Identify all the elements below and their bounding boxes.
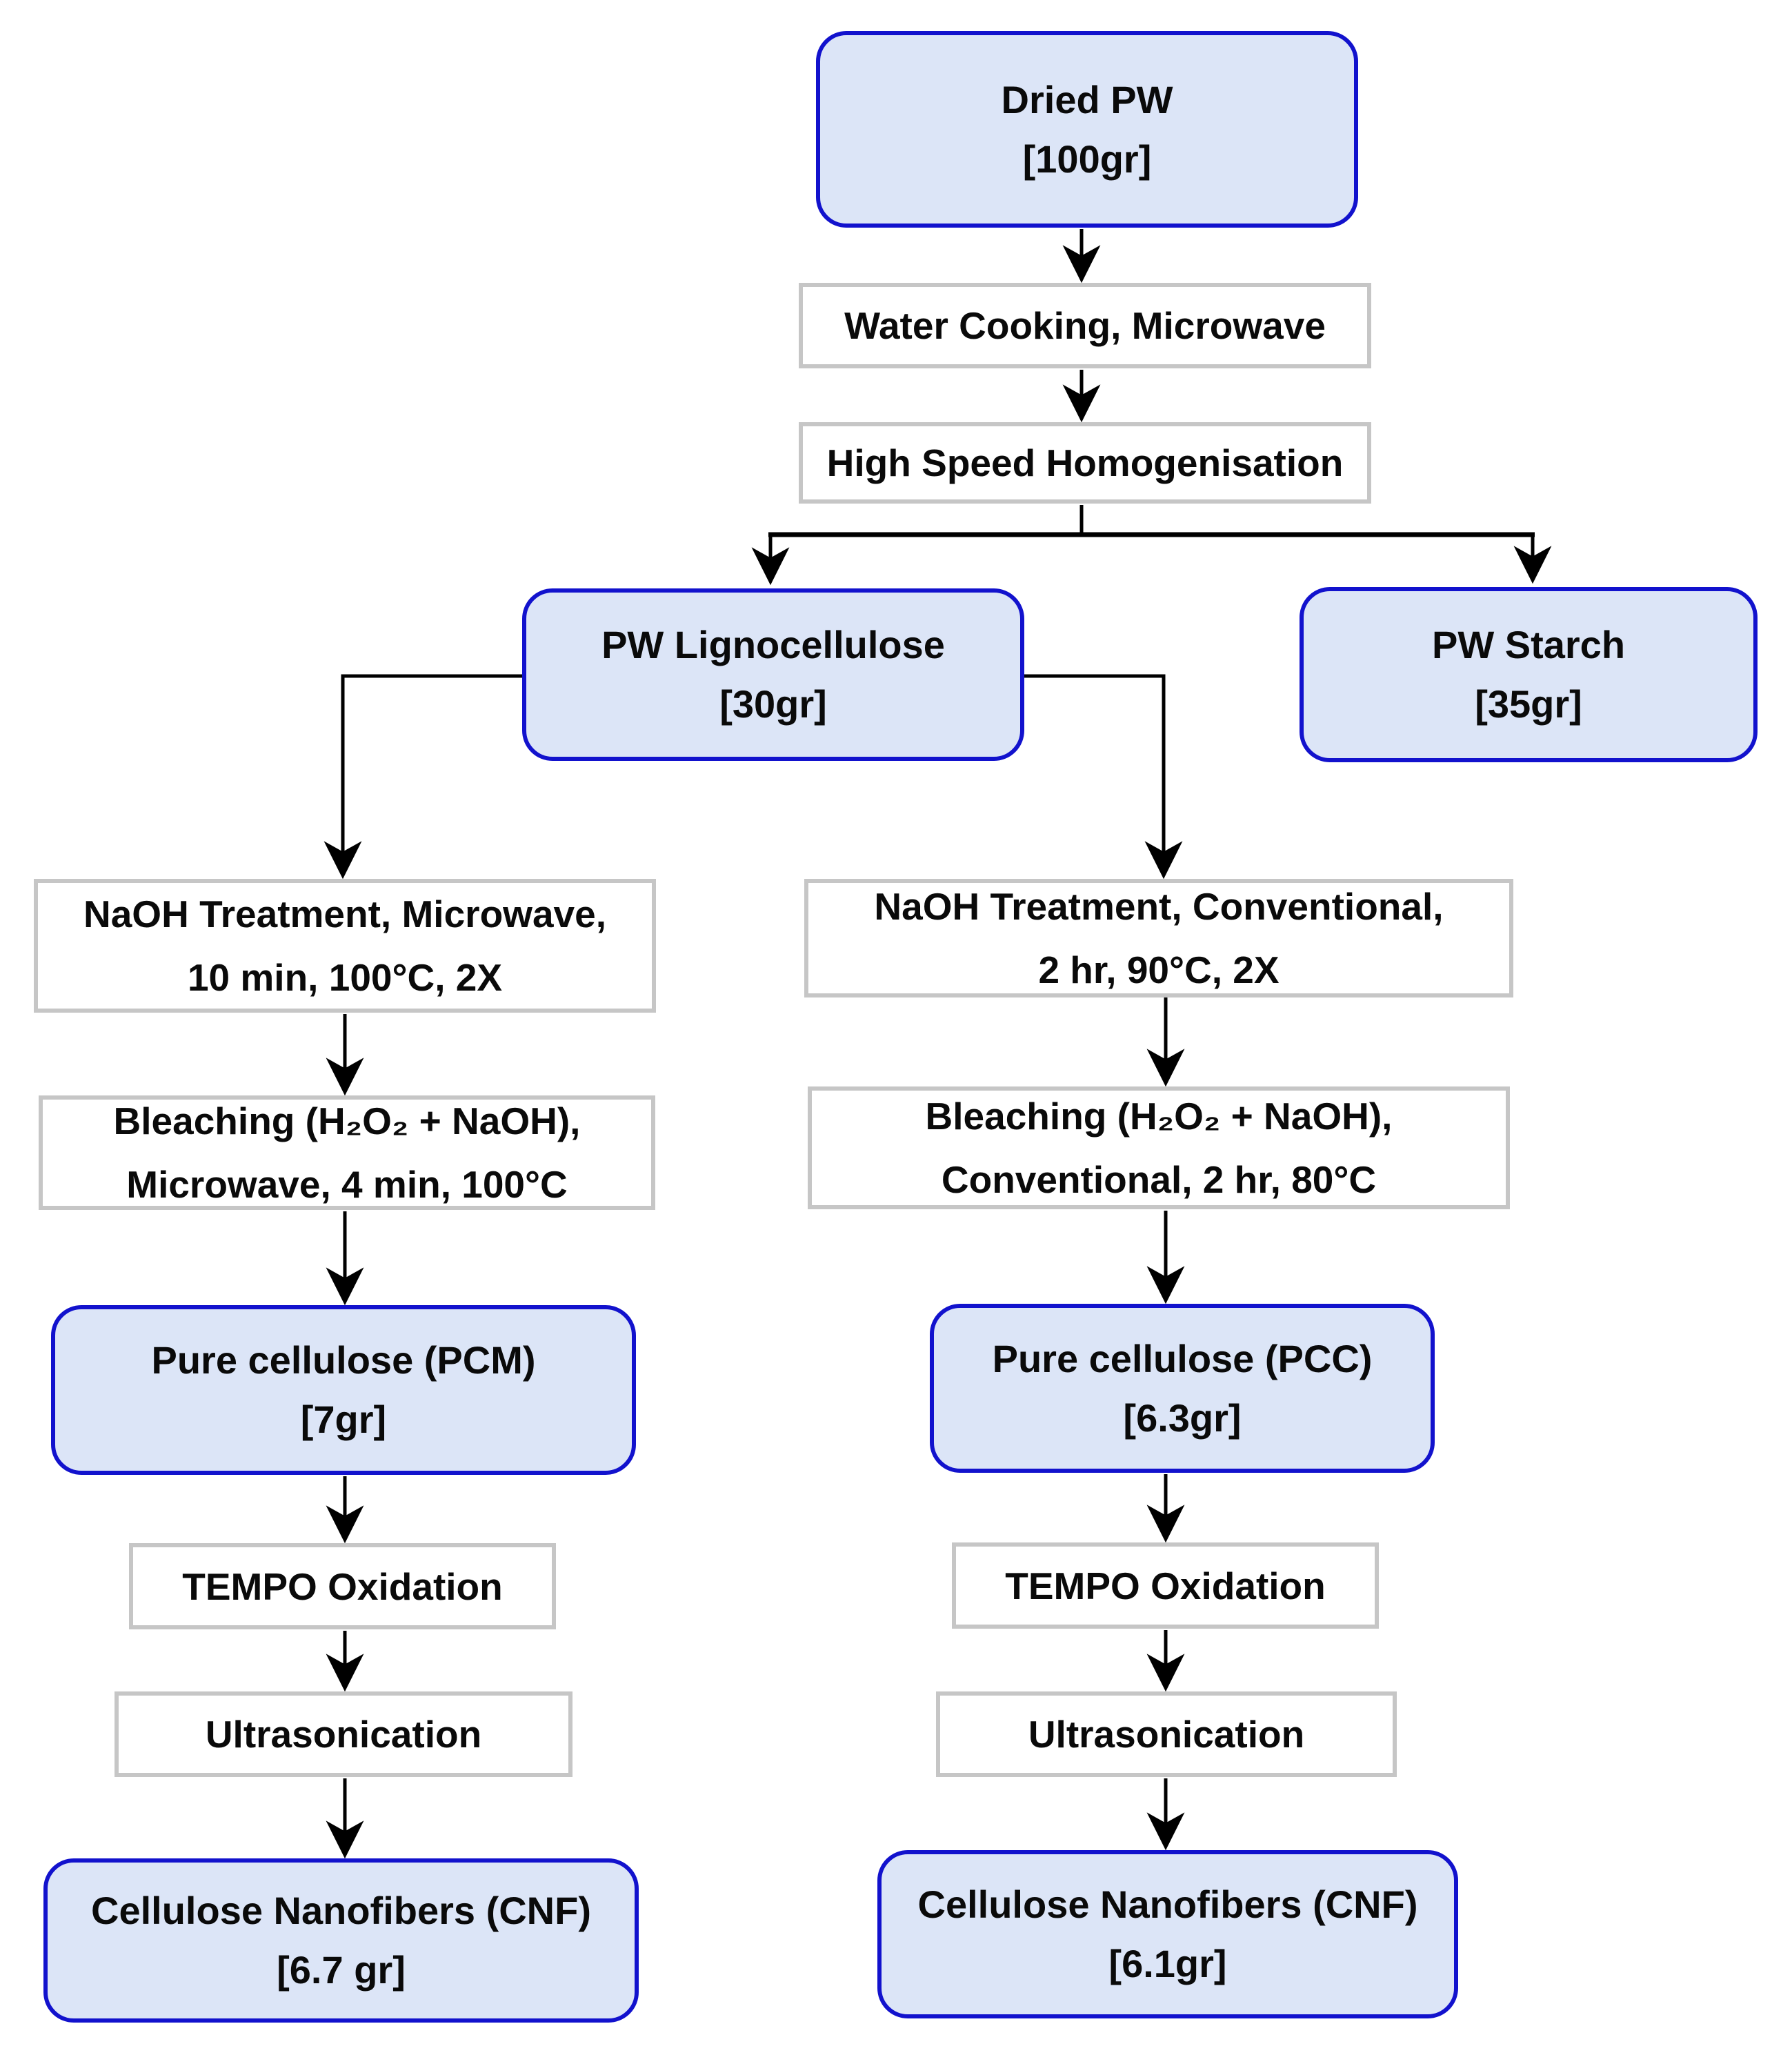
node-amount: [30gr]	[719, 682, 827, 726]
node-label-line1: Bleaching (H₂O₂ + NaOH),	[925, 1095, 1393, 1138]
node-label-line1: Bleaching (H₂O₂ + NaOH),	[113, 1100, 581, 1142]
node-label: Cellulose Nanofibers (CNF)	[91, 1889, 591, 1932]
node-cellulose-nanofibers-right: Cellulose Nanofibers (CNF) [6.1gr]	[877, 1850, 1458, 2018]
node-tempo-oxidation-left: TEMPO Oxidation	[129, 1543, 556, 1629]
node-label: High Speed Homogenisation	[826, 441, 1344, 484]
node-naoh-treatment-conventional: NaOH Treatment, Conventional, 2 hr, 90°C…	[804, 879, 1513, 997]
node-bleaching-microwave: Bleaching (H₂O₂ + NaOH), Microwave, 4 mi…	[39, 1095, 655, 1210]
node-label: Ultrasonication	[205, 1713, 482, 1756]
node-label: Pure cellulose (PCC)	[992, 1336, 1373, 1380]
node-pw-starch: PW Starch [35gr]	[1300, 587, 1758, 762]
node-ultrasonication-left: Ultrasonication	[115, 1691, 573, 1777]
node-amount: [6.3gr]	[1123, 1396, 1242, 1440]
node-label: Water Cooking, Microwave	[844, 304, 1326, 347]
node-label: Pure cellulose (PCM)	[151, 1338, 536, 1382]
node-dried-pw: Dried PW [100gr]	[816, 31, 1358, 228]
node-ultrasonication-right: Ultrasonication	[936, 1691, 1397, 1777]
node-high-speed-homogenisation: High Speed Homogenisation	[799, 422, 1371, 504]
node-label: Ultrasonication	[1028, 1713, 1305, 1756]
node-label: PW Starch	[1431, 623, 1626, 666]
node-label-line2: 10 min, 100°C, 2X	[187, 956, 503, 999]
node-tempo-oxidation-right: TEMPO Oxidation	[952, 1542, 1379, 1629]
node-label-line2: Microwave, 4 min, 100°C	[126, 1163, 568, 1206]
node-label: PW Lignocellulose	[601, 623, 945, 666]
node-amount: [6.7 gr]	[277, 1948, 406, 1992]
node-cellulose-nanofibers-left: Cellulose Nanofibers (CNF) [6.7 gr]	[43, 1858, 639, 2023]
node-label-line2: 2 hr, 90°C, 2X	[1038, 949, 1280, 991]
node-amount: [6.1gr]	[1108, 1942, 1227, 1985]
node-label: TEMPO Oxidation	[182, 1565, 503, 1608]
node-bleaching-conventional: Bleaching (H₂O₂ + NaOH), Conventional, 2…	[808, 1086, 1510, 1209]
arrow-lignocellulose-to-naoh-microwave	[323, 674, 522, 880]
arrow-lignocellulose-to-naoh-conventional	[1024, 674, 1183, 880]
node-label-line1: NaOH Treatment, Microwave,	[83, 893, 607, 935]
node-label: TEMPO Oxidation	[1005, 1564, 1326, 1607]
node-amount: [35gr]	[1475, 682, 1582, 726]
node-naoh-treatment-microwave: NaOH Treatment, Microwave, 10 min, 100°C…	[34, 879, 656, 1013]
node-label-line1: NaOH Treatment, Conventional,	[874, 885, 1444, 928]
node-amount: [100gr]	[1022, 137, 1152, 181]
node-label-line2: Conventional, 2 hr, 80°C	[941, 1158, 1377, 1201]
node-label: Cellulose Nanofibers (CNF)	[917, 1883, 1418, 1926]
node-pw-lignocellulose: PW Lignocellulose [30gr]	[522, 588, 1024, 761]
node-amount: [7gr]	[300, 1398, 387, 1441]
node-pure-cellulose-pcc: Pure cellulose (PCC) [6.3gr]	[930, 1304, 1435, 1473]
node-label: Dried PW	[1001, 77, 1173, 121]
node-pure-cellulose-pcm: Pure cellulose (PCM) [7gr]	[51, 1305, 636, 1475]
node-water-cooking: Water Cooking, Microwave	[799, 283, 1371, 368]
